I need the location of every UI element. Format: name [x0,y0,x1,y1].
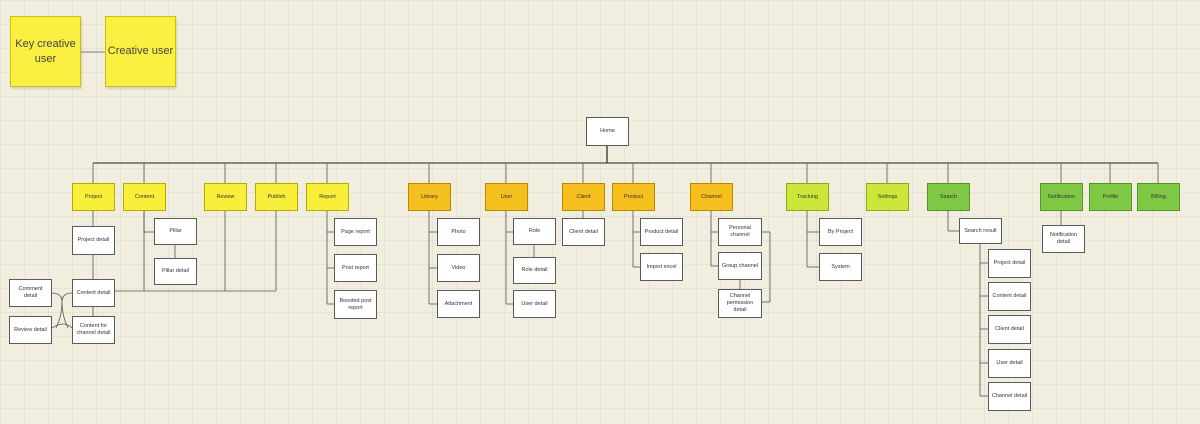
node-photo[interactable]: Photo [437,218,480,246]
node-search[interactable]: Search [927,183,970,211]
node-product[interactable]: Product [612,183,655,211]
node-review-detail[interactable]: Review detail [9,316,52,344]
node-client-detail[interactable]: Client detail [562,218,605,246]
node-boosted-post-report[interactable]: Boosted post report [334,290,377,319]
node-comment-detail[interactable]: Comment detail [9,279,52,307]
node-user-detail[interactable]: User detail [513,290,556,318]
node-post-report[interactable]: Post report [334,254,377,282]
node-billing[interactable]: Billing [1137,183,1180,211]
node-profile[interactable]: Profile [1089,183,1132,211]
node-import-excel[interactable]: Import excel [640,253,683,281]
node-search-user-detail[interactable]: User detail [988,349,1031,378]
node-video[interactable]: Video [437,254,480,282]
legend-key-creative-user: Key creative user [10,16,81,87]
node-search-client-detail[interactable]: Client detail [988,315,1031,344]
node-content-detail[interactable]: Content detail [72,279,115,307]
node-notification-detail[interactable]: Notification detail [1042,225,1085,253]
node-role-detail[interactable]: Role detail [513,257,556,284]
node-search-content-detail[interactable]: Content detail [988,282,1031,311]
node-group-channel[interactable]: Group channel [718,252,762,280]
node-attachment[interactable]: Attachment [437,290,480,318]
node-publish[interactable]: Publish [255,183,298,211]
node-product-detail[interactable]: Product detail [640,218,683,246]
node-project-detail[interactable]: Project detail [72,226,115,255]
node-channel[interactable]: Channel [690,183,733,211]
node-personal-channel[interactable]: Personal channel [718,218,762,246]
node-user[interactable]: User [485,183,528,211]
node-search-project-detail[interactable]: Project detail [988,249,1031,278]
node-content-for-channel-detail[interactable]: Content for channel detail [72,316,115,344]
node-review[interactable]: Review [204,183,247,211]
node-pillar[interactable]: Pillar [154,218,197,245]
node-search-result[interactable]: Search result [959,218,1002,244]
node-channel-permission-detail[interactable]: Channel permission detail [718,289,762,318]
node-tracking[interactable]: Tracking [786,183,829,211]
node-library[interactable]: Library [408,183,451,211]
node-project[interactable]: Project [72,183,115,211]
node-pillar-detail[interactable]: Pillar detail [154,258,197,285]
node-content[interactable]: Content [123,183,166,211]
node-role[interactable]: Role [513,218,556,245]
node-tracking-project[interactable]: By Project [819,218,862,246]
node-home[interactable]: Home [586,117,629,146]
node-tracking-system[interactable]: System [819,253,862,281]
node-report[interactable]: Report [306,183,349,211]
legend-creative-user: Creative user [105,16,176,87]
node-settings[interactable]: Settings [866,183,909,211]
node-notification[interactable]: Notification [1040,183,1083,211]
node-client[interactable]: Client [562,183,605,211]
node-page-report[interactable]: Page report [334,218,377,246]
node-search-channel-detail[interactable]: Channel detail [988,382,1031,411]
